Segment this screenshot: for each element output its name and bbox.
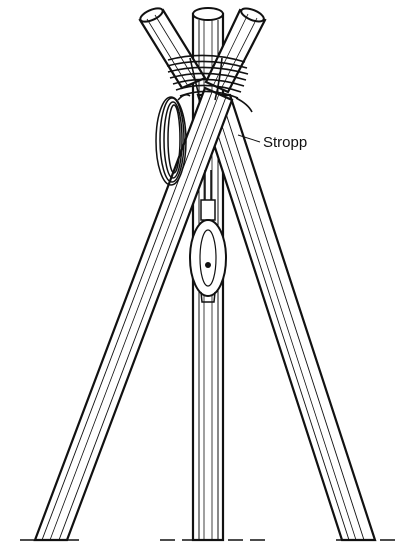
stropp-label: Stropp — [263, 134, 307, 151]
right-pole — [198, 95, 375, 540]
